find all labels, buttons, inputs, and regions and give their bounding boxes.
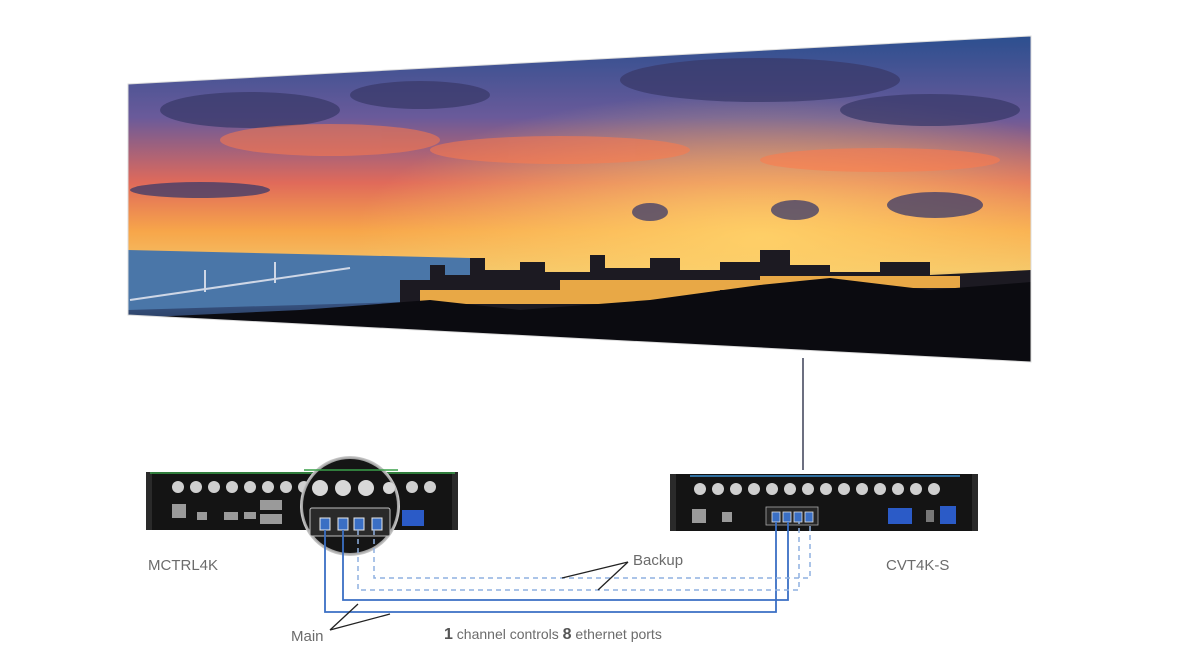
caption-count-ports: 8 [562, 626, 572, 643]
backup-label: Backup [633, 552, 684, 569]
cloud-highlights [220, 124, 1000, 172]
cvt4k-s-label: CVT4K-S [886, 557, 950, 574]
mctrl4k-label: MCTRL4K [148, 557, 219, 574]
backup-cables [357, 522, 811, 591]
led-screen [127, 35, 1032, 363]
main-pointer [329, 603, 391, 631]
cloud-shapes [130, 58, 1020, 221]
power-connector [402, 510, 424, 526]
power-connector [888, 508, 912, 524]
optical-ports [771, 511, 814, 523]
cvt4k-s-device [670, 474, 978, 531]
ethernet-port-row [172, 481, 436, 493]
backup-pointer [561, 561, 629, 591]
zoom-magnifier [300, 456, 400, 556]
caption-text-b: ethernet ports [571, 626, 662, 642]
sea [128, 250, 470, 310]
ethernet-port-row [694, 483, 940, 495]
optical-ports [319, 517, 383, 531]
caption-text-a: channel controls [452, 626, 563, 642]
main-label: Main [291, 628, 324, 645]
caption-count-channels: 1 [444, 626, 453, 643]
caption: 1 channel controls 8 ethernet ports [444, 626, 662, 644]
main-cables [324, 522, 789, 613]
bridge [129, 262, 351, 301]
